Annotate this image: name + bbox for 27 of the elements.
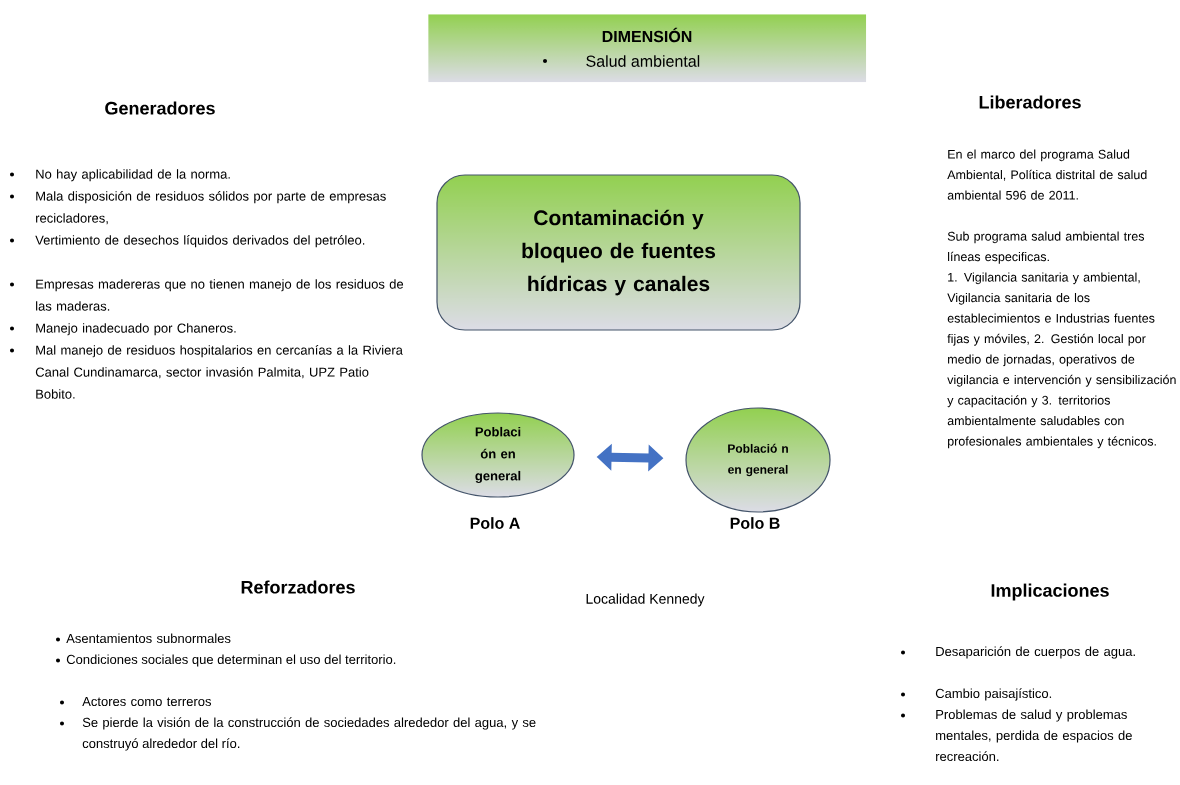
bullet-item: Desaparición de cuerpos de agua. xyxy=(901,646,1135,659)
section-heading: Liberadores xyxy=(979,95,1081,109)
bullet-item: Se pierde la visión de la construcción de sociedades alrededor del agua, y se construyó alrededor del río. xyxy=(60,717,536,751)
paragraph-text: En el marco del programa Salud Ambiental, Política distrital de salud ambiental 596 de 2011. xyxy=(947,149,1147,200)
paragraph-text: Sub programa salud ambiental tres líneas especificas. xyxy=(947,231,1145,264)
bullet-item: No hay aplicabilidad de la norma. xyxy=(10,169,230,182)
bullet-item: Mal manejo de residuos hospitalarios en cercanías a la Riviera Canal Cundinamarca, sector invasión Palmita, UPZ Patio Bobito. xyxy=(10,345,403,399)
node-label: Salud ambiental xyxy=(586,55,700,67)
paragraph-text: 1. Vigilancia sanitaria y ambiental, Vigilancia sanitaria de los establecimientos e Industrias fuentes fijas y móviles, 2. Gestión local por medio de jornadas, operativos de vigilancia e intervención y sensibilización y capacitación y 3. territorios ambientalmente saludables con profesionales ambientales y técnicos. xyxy=(947,272,1176,449)
bullet-item: Manejo inadecuado por Chaneros. xyxy=(10,323,236,336)
bullet-item: Asentamientos subnormales xyxy=(56,633,231,644)
section-heading: Generadores xyxy=(105,101,215,115)
bullet-item: Cambio paisajístico. xyxy=(901,688,1052,701)
bullet-item: Mala disposición de residuos sólidos por parte de empresas recicladores, xyxy=(10,191,386,225)
section-heading: Implicaciones xyxy=(991,583,1109,601)
bullet-item: Condiciones sociales que determinan el uso del territorio. xyxy=(56,654,396,667)
location-label: Localidad Kennedy xyxy=(586,593,705,607)
pole-label: Polo A xyxy=(470,517,520,529)
node-label: DIMENSIÓN xyxy=(602,27,692,43)
section-heading: Reforzadores xyxy=(241,580,355,594)
bullet-item: Vertimiento de desechos líquidos derivados del petróleo. xyxy=(10,235,365,248)
pole-label: Polo B xyxy=(730,517,780,529)
bullet-item: Actores como terreros xyxy=(60,696,212,707)
bullet-item: Empresas madereras que no tienen manejo de los residuos de las maderas. xyxy=(10,279,404,311)
process-box: Contaminación y bloqueo de fuentes hídricas y canales xyxy=(436,174,801,331)
bullet-item: Problemas de salud y problemas mentales, perdida de espacios de recreación. xyxy=(901,709,1132,762)
dimension-banner: DIMENSIÓN Salud ambiental xyxy=(543,27,700,67)
